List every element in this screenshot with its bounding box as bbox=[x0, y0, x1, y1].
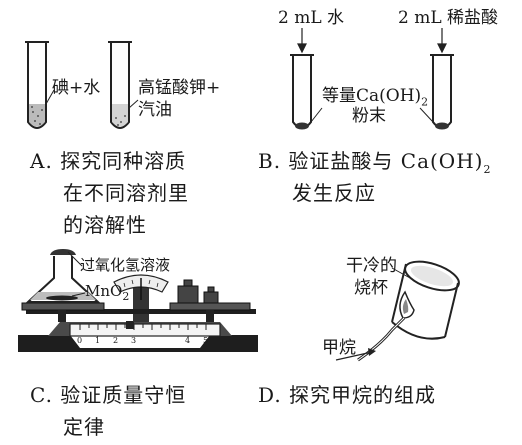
scale-mark-1: 1 bbox=[95, 336, 101, 345]
caption-c-line2: 定律 bbox=[63, 415, 105, 439]
balance-rider bbox=[126, 321, 134, 329]
caoh2-powder-label-line2: 粉末 bbox=[352, 106, 386, 126]
caoh2-powder-label-line1: 等量Ca(OH)2 bbox=[322, 86, 429, 109]
scale-mark-2: 2 bbox=[113, 336, 119, 345]
beaker-label-line1: 干冷的 bbox=[346, 256, 397, 276]
permanganate-gasoline-label-line2: 汽油 bbox=[138, 100, 172, 120]
iodine-water-label: 碘+水 bbox=[52, 78, 101, 98]
mno2-powder bbox=[46, 295, 78, 301]
balance-beam bbox=[26, 309, 256, 314]
caption-a-line2: 在不同溶剂里 bbox=[63, 181, 189, 205]
gasoline-liquid bbox=[112, 104, 128, 127]
balance-weights bbox=[177, 279, 219, 304]
scale-mark-5: 5 bbox=[203, 336, 209, 345]
caption-d: D. 探究甲烷的组成 bbox=[258, 383, 437, 407]
caption-b-line1: B. 验证盐酸与 Ca(OH)2 bbox=[258, 149, 492, 176]
caoh2-powder-left bbox=[295, 122, 309, 130]
water-2ml-label: 2 mL 水 bbox=[278, 8, 345, 28]
iodine-water-liquid bbox=[29, 104, 45, 127]
permanganate-gasoline-label-line1: 高锰酸钾+ bbox=[138, 78, 221, 98]
conical-flask bbox=[25, 256, 101, 303]
hydrogen-peroxide-label: 过氧化氢溶液 bbox=[80, 256, 171, 274]
mno2-label: MnO2 bbox=[85, 282, 130, 303]
caption-a-line3: 的溶解性 bbox=[63, 213, 147, 237]
methane-label: 甲烷 bbox=[322, 338, 356, 358]
scale-mark-0: 0 bbox=[77, 336, 83, 345]
scale-mark-3: 3 bbox=[131, 336, 137, 345]
test-tube-permanganate-gasoline bbox=[108, 41, 132, 129]
beaker-label-line2: 烧杯 bbox=[354, 278, 388, 298]
dilute-hcl-2ml-label: 2 mL 稀盐酸 bbox=[398, 8, 499, 28]
caption-c-line1: C. 验证质量守恒 bbox=[30, 383, 187, 407]
test-tube-iodine-water bbox=[25, 41, 49, 129]
caption-a-line1: A. 探究同种溶质 bbox=[30, 149, 187, 173]
caoh2-powder-right bbox=[435, 122, 449, 130]
balance-base bbox=[18, 335, 258, 352]
scale-mark-4: 4 bbox=[185, 336, 191, 345]
caption-b-line2: 发生反应 bbox=[292, 181, 376, 205]
dry-cold-beaker bbox=[391, 260, 460, 340]
